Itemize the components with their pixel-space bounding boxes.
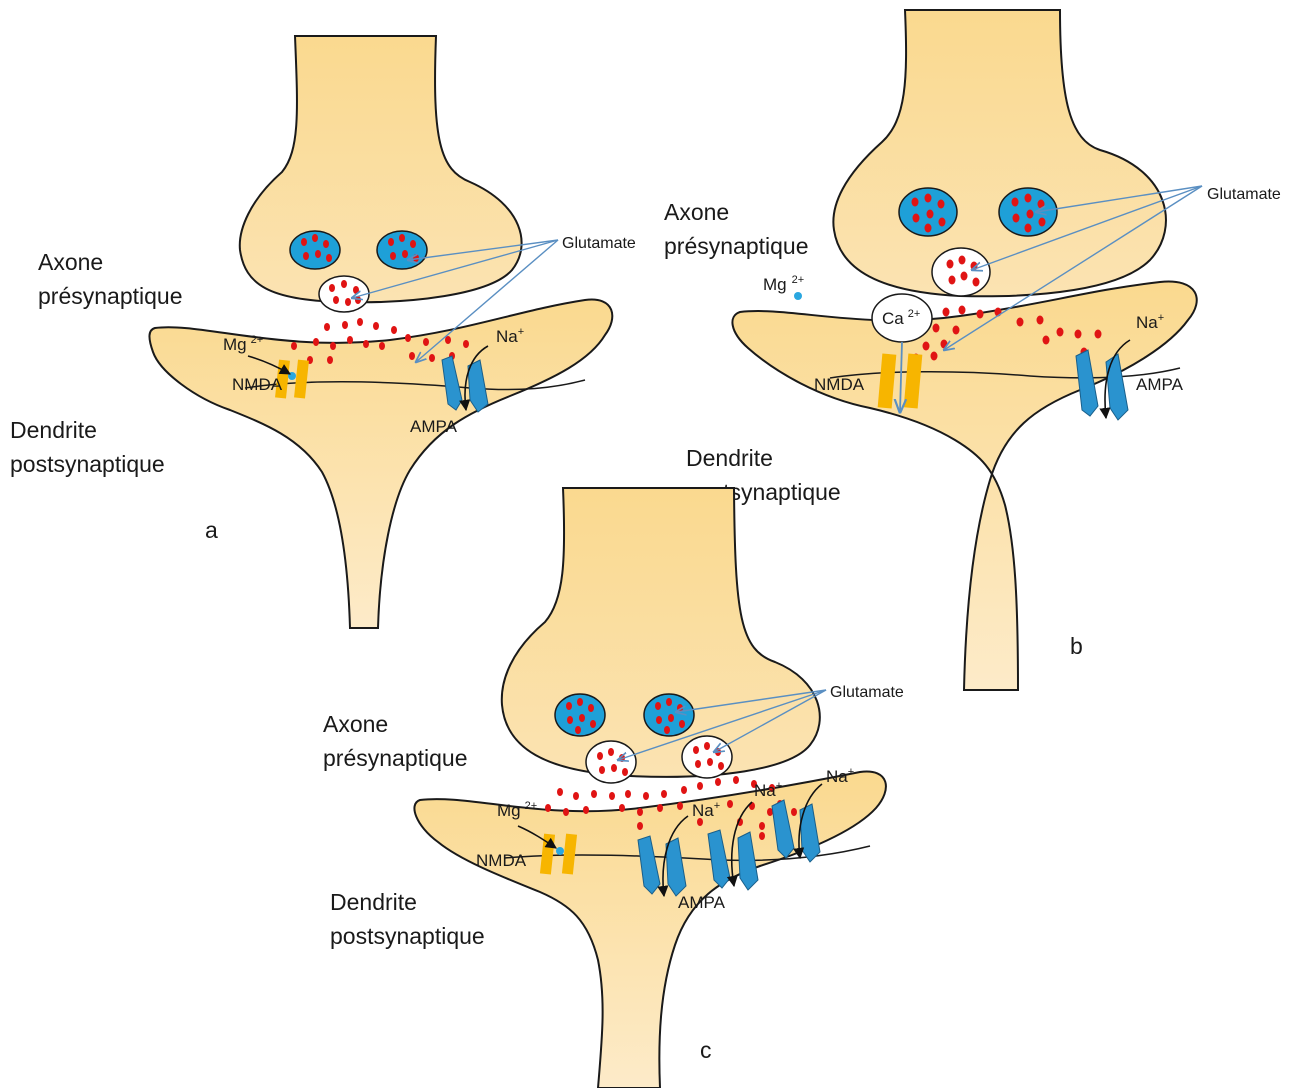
nmda-label: NMDA bbox=[476, 851, 527, 870]
dendrite-label-line2: postsynaptique bbox=[10, 451, 165, 477]
panel-b-letter: b bbox=[1070, 633, 1083, 659]
axon-b bbox=[833, 10, 1166, 296]
magnesium-ion bbox=[794, 292, 802, 300]
vesicle-storage-2 bbox=[377, 231, 427, 269]
dendrite-label-line2: postsynaptique bbox=[330, 923, 485, 949]
vesicle-storage-1 bbox=[899, 188, 957, 236]
dendrite-label-line1: Dendrite bbox=[10, 417, 97, 443]
dendrite-label-line1: Dendrite bbox=[330, 889, 417, 915]
panel-a: Glutamate Axone présynaptique Dendrite p… bbox=[10, 36, 636, 628]
axon-label-line2: présynaptique bbox=[38, 283, 183, 309]
panel-c-letter: c bbox=[700, 1037, 712, 1063]
vesicle-release-2 bbox=[682, 736, 732, 778]
vesicle-release bbox=[319, 276, 369, 312]
dendrite-c bbox=[414, 772, 885, 1088]
vesicle-storage-2 bbox=[999, 188, 1057, 236]
ampa-label: AMPA bbox=[678, 893, 726, 912]
axon-label-line1: Axone bbox=[38, 249, 103, 275]
vesicle-storage-1 bbox=[290, 231, 340, 269]
glutamate-label: Glutamate bbox=[1207, 186, 1281, 203]
ampa-label: AMPA bbox=[1136, 375, 1184, 394]
axon-label-line2: présynaptique bbox=[323, 745, 468, 771]
ampa-label: AMPA bbox=[410, 417, 458, 436]
magnesium-ion bbox=[556, 847, 564, 855]
axon-label-line2: présynaptique bbox=[664, 233, 809, 259]
axon-label-line1: Axone bbox=[664, 199, 729, 225]
vesicle-storage-2 bbox=[644, 694, 694, 736]
vesicle-release-1 bbox=[586, 741, 636, 783]
axon-label-line1: Axone bbox=[323, 711, 388, 737]
nmda-label: NMDA bbox=[814, 375, 865, 394]
dendrite-label-line1: Dendrite bbox=[686, 445, 773, 471]
panel-a-letter: a bbox=[205, 517, 218, 543]
glutamate-label: Glutamate bbox=[562, 235, 636, 252]
nmda-label: NMDA bbox=[232, 375, 283, 394]
vesicle-storage-1 bbox=[555, 694, 605, 736]
vesicle-release bbox=[932, 248, 990, 296]
glutamate-label: Glutamate bbox=[830, 684, 904, 701]
